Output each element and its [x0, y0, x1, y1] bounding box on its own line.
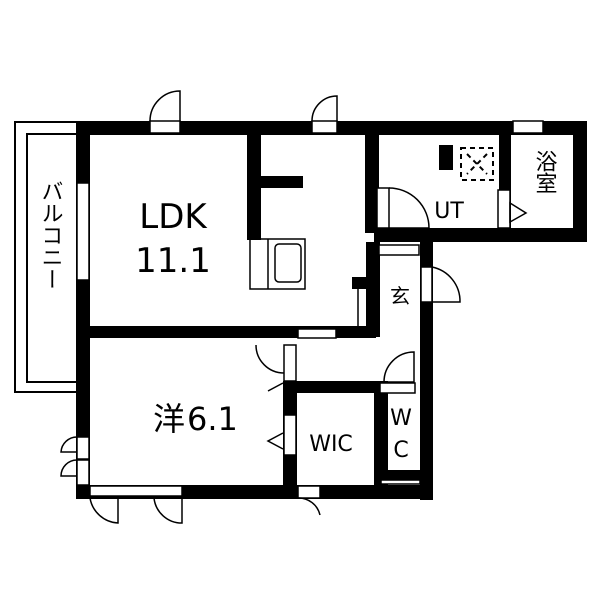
kitchen-counter [249, 238, 306, 290]
arrow-markers [266, 201, 528, 450]
balcony-label: バルコニー [38, 180, 63, 290]
door-swings [60, 90, 461, 524]
wc-label-w: W [390, 406, 412, 431]
western-area: 6.1 [187, 400, 238, 438]
bath-label: 浴室 [532, 150, 558, 194]
openings [76, 120, 544, 499]
entrance-label: 玄 [390, 284, 410, 308]
ldk-area: 11.1 [135, 241, 211, 281]
western-label: 洋 [153, 400, 185, 438]
wc-label-c: C [393, 438, 408, 463]
ut-label: UT [434, 199, 464, 224]
wic-label: WIC [309, 432, 353, 457]
ldk-label: LDK [139, 197, 208, 237]
washer-space [460, 147, 494, 181]
